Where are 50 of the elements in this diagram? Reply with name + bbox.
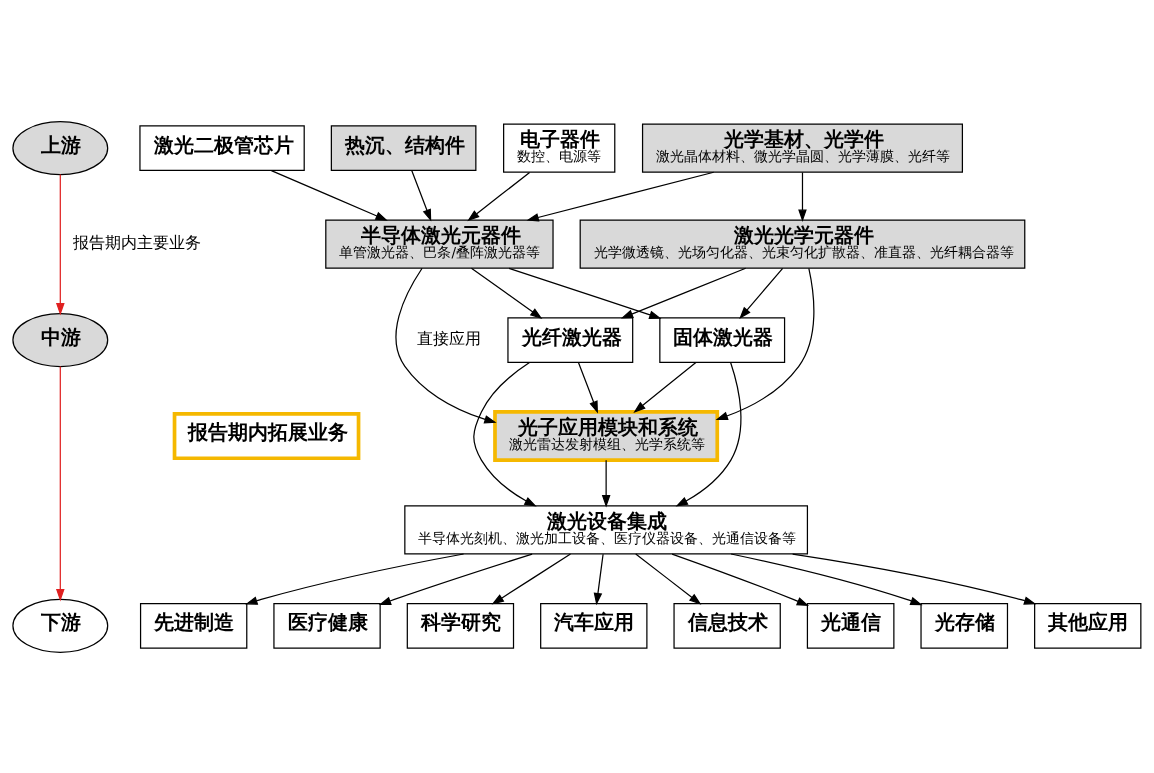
node-box: 先进制造 — [139, 602, 248, 649]
arrow — [601, 459, 611, 507]
node-box: 激光设备集成 半导体光刻机、激光加工设备、医疗仪器设备、光通信设备等 — [404, 504, 809, 555]
arrow — [508, 267, 662, 319]
arrow — [671, 552, 810, 606]
arrow — [526, 171, 715, 222]
node-box: 其他应用 — [1034, 602, 1142, 649]
arrow — [633, 361, 697, 413]
arrow — [395, 267, 497, 423]
arrow — [792, 552, 1037, 605]
node-box: 信息技术 — [673, 602, 781, 649]
node-box: 固体激光器 — [659, 316, 786, 363]
arrow — [593, 553, 604, 605]
node-ellipse: 上游 — [12, 120, 109, 175]
arrow — [675, 361, 742, 507]
arrow — [620, 267, 747, 318]
arrow — [270, 169, 388, 221]
edge-label: 直接应用 — [417, 328, 482, 348]
arrow — [739, 267, 784, 319]
arrow — [411, 169, 432, 221]
arrow — [55, 365, 65, 601]
node-ellipse: 中游 — [12, 312, 109, 367]
node-box: 热沉、结构件 — [330, 124, 477, 171]
node-box: 光存储 — [920, 602, 1009, 649]
arrow — [378, 552, 533, 605]
node-box: 汽车应用 — [540, 602, 648, 649]
arrow — [715, 267, 815, 420]
node-box: 光通信 — [806, 602, 895, 649]
arrow — [635, 552, 702, 605]
arrow — [470, 267, 543, 319]
node-box: 科学研究 — [406, 602, 515, 649]
node-box: 光子应用模块和系统 激光雷达发射模组、光学系统等 — [493, 409, 720, 462]
node-box: 激光光学元器件 光学微透镜、光场匀化器、光束匀化扩散器、准直器、光纤耦合器等 — [579, 218, 1026, 269]
node-box: 半导体激光元器件 单管激光器、巴条/叠阵激光器等 — [325, 218, 554, 269]
node-box: 激光二极管芯片 — [139, 124, 305, 171]
arrow — [798, 171, 807, 222]
arrow — [730, 552, 923, 605]
arrow — [55, 173, 65, 315]
arrow — [577, 361, 598, 413]
node-box: 报告期内拓展业务 — [172, 411, 361, 460]
node-ellipse: 下游 — [12, 598, 109, 653]
edge-label: 报告期内主要业务 — [73, 232, 202, 252]
node-box: 光学基材、光学件 激光晶体材料、微光学晶圆、光学薄膜、光纤等 — [641, 122, 963, 173]
node-box: 医疗健康 — [273, 602, 381, 649]
arrow — [467, 171, 531, 221]
node-box: 光纤激光器 — [507, 316, 634, 363]
arrow — [473, 361, 537, 507]
arrow — [245, 552, 465, 605]
arrow — [491, 552, 572, 605]
node-box: 电子器件 数控、电源等 — [503, 122, 616, 173]
